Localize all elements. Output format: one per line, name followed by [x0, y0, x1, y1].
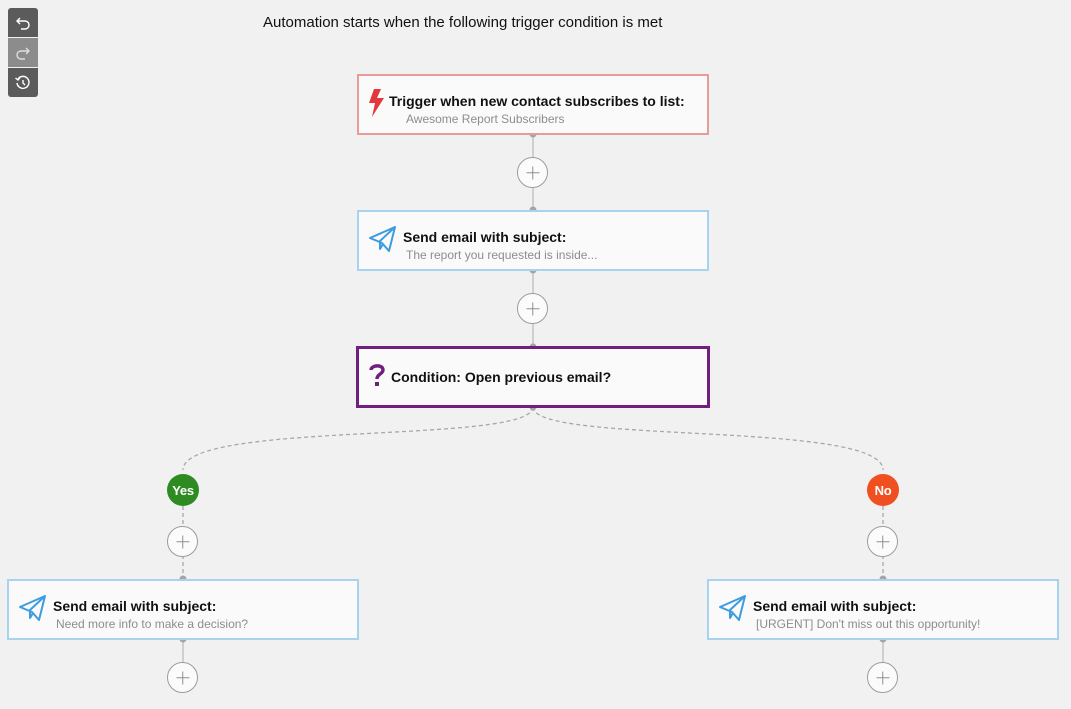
history-icon — [15, 75, 30, 89]
add-step-button-yes-end[interactable] — [167, 662, 198, 693]
no-branch-badge: No — [867, 474, 899, 506]
email-node-title: Send email with subject: — [753, 598, 917, 614]
add-step-button-no-end[interactable] — [867, 662, 898, 693]
condition-title: Condition: Open previous email? — [391, 369, 612, 385]
email-node-title: Send email with subject: — [403, 229, 567, 245]
paper-plane-icon — [369, 226, 396, 252]
paper-plane-icon — [719, 595, 746, 621]
undo-icon — [16, 17, 30, 30]
yes-branch-badge: Yes — [167, 474, 199, 506]
paper-plane-icon — [19, 595, 46, 621]
lightning-icon — [369, 89, 384, 117]
send-email-node-no[interactable]: Send email with subject: [URGENT] Don't … — [707, 579, 1059, 640]
add-step-button-yes[interactable] — [167, 526, 198, 557]
email-subject: Need more info to make a decision? — [56, 617, 249, 631]
send-email-node-yes[interactable]: Send email with subject: Need more info … — [7, 579, 359, 640]
condition-node[interactable]: Condition: Open previous email? — [356, 346, 710, 408]
add-step-button-no[interactable] — [867, 526, 898, 557]
add-step-button[interactable] — [517, 157, 548, 188]
send-email-node[interactable]: Send email with subject: The report you … — [357, 210, 709, 271]
trigger-title: Trigger when new contact subscribes to l… — [389, 93, 685, 109]
trigger-list-name: Awesome Report Subscribers — [406, 112, 565, 126]
editor-toolbar — [8, 8, 38, 98]
email-subject: The report you requested is inside... — [406, 248, 598, 262]
trigger-node[interactable]: Trigger when new contact subscribes to l… — [357, 74, 709, 135]
add-step-button[interactable] — [517, 293, 548, 324]
redo-button[interactable] — [8, 38, 38, 67]
email-subject: [URGENT] Don't miss out this opportunity… — [756, 617, 981, 631]
page-title: Automation starts when the following tri… — [263, 14, 663, 31]
email-node-title: Send email with subject: — [53, 598, 217, 614]
redo-icon — [16, 47, 30, 60]
history-button[interactable] — [8, 68, 38, 97]
undo-button[interactable] — [8, 8, 38, 37]
question-icon — [369, 364, 385, 386]
